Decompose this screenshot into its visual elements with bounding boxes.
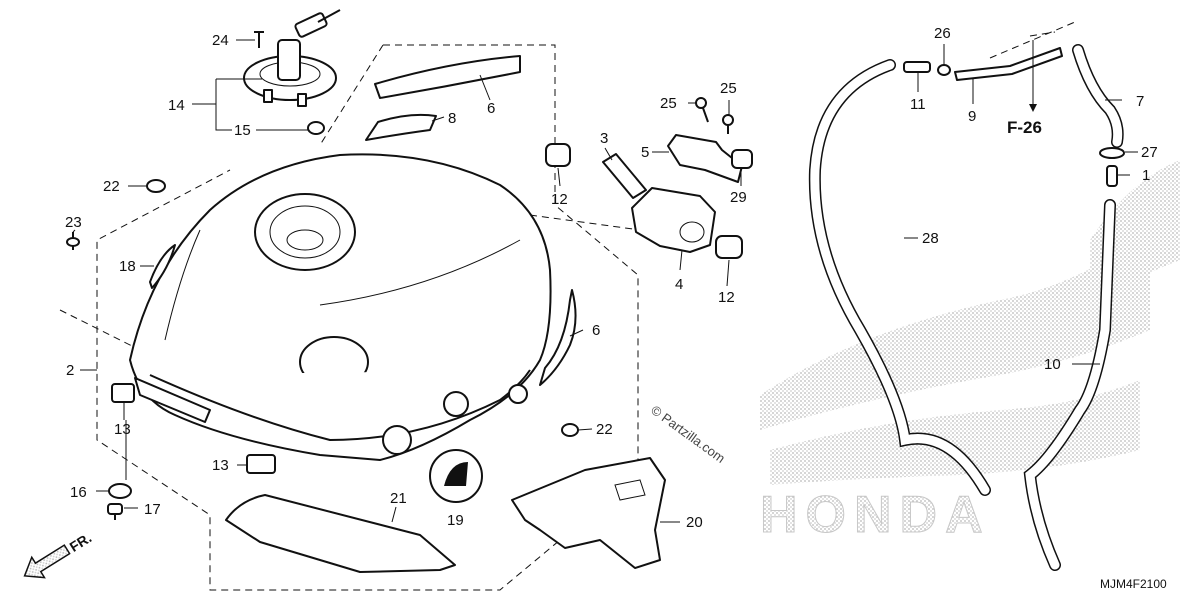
- pipe-3: [602, 153, 647, 199]
- callout-18: 18: [119, 258, 136, 275]
- callout-7: 7: [1136, 93, 1144, 110]
- protector-20: [511, 457, 666, 569]
- bolt-23: [66, 232, 80, 250]
- collar-12-upper: [545, 143, 571, 167]
- front-direction-label: FR.: [67, 529, 95, 555]
- callout-2: 2: [66, 362, 74, 379]
- drawing-code: MJM4F2100: [1100, 577, 1167, 591]
- callout-8: 8: [448, 110, 456, 127]
- fuel-cap-assembly: [243, 9, 341, 107]
- clip-13-bottom: [246, 454, 276, 474]
- callout-22-upper: 22: [103, 178, 120, 195]
- hose-9: [954, 47, 1063, 81]
- callout-13-bottom: 13: [212, 457, 229, 474]
- callout-6-upper: 6: [487, 100, 495, 117]
- collar-29: [731, 149, 753, 169]
- clip-13-left: [111, 383, 135, 403]
- callout-27: 27: [1141, 144, 1158, 161]
- hose-7: [1072, 44, 1124, 148]
- bracket-5: [667, 134, 743, 183]
- grommet-22-upper: [146, 179, 166, 193]
- side-cover-6-lower: [539, 289, 577, 386]
- bolt-25-right: [722, 114, 734, 134]
- callout-6-lower: 6: [592, 322, 600, 339]
- honda-logo-text: HONDA: [760, 486, 991, 544]
- callout-28: 28: [922, 230, 939, 247]
- emblem-19: [429, 449, 483, 503]
- clip-27: [1099, 147, 1125, 159]
- clip-17: [107, 503, 123, 520]
- callout-4: 4: [675, 276, 683, 293]
- callout-19: 19: [447, 512, 464, 529]
- callout-15: 15: [234, 122, 251, 139]
- callout-labels: 24 14 15 22 23 18 2 13 16 17 13 8 6 21 1…: [65, 25, 1158, 531]
- callout-16: 16: [70, 484, 87, 501]
- figure-ref-f26: F-26: [1007, 118, 1042, 137]
- emblem-18: [149, 244, 176, 289]
- grommet-22-lower: [561, 423, 579, 437]
- cover-8: [365, 113, 437, 141]
- callout-1: 1: [1142, 167, 1150, 184]
- fuel-tank: [129, 153, 552, 461]
- callout-17: 17: [144, 501, 161, 518]
- hose-28: [808, 59, 991, 496]
- joint-1: [1106, 165, 1118, 187]
- callout-20: 20: [686, 514, 703, 531]
- callout-12-lower: 12: [718, 289, 735, 306]
- fref-arrows: [989, 21, 1076, 112]
- nut-16: [108, 483, 132, 499]
- callout-25-left: 25: [660, 95, 677, 112]
- callout-5: 5: [641, 144, 649, 161]
- callout-23: 23: [65, 214, 82, 231]
- callout-11: 11: [910, 96, 926, 113]
- callout-3: 3: [600, 130, 608, 147]
- cover-21: [225, 494, 456, 573]
- callout-22-lower: 22: [596, 421, 613, 438]
- hose-10: [1023, 199, 1116, 571]
- callout-10: 10: [1044, 356, 1061, 373]
- screw-24: [254, 31, 264, 48]
- callout-21: 21: [390, 490, 407, 507]
- clip-26: [937, 64, 951, 76]
- callout-9: 9: [968, 108, 976, 125]
- callout-14: 14: [168, 97, 185, 114]
- bolt-25-left: [695, 97, 709, 123]
- joint-11: [903, 61, 931, 73]
- callout-26: 26: [934, 25, 951, 42]
- collar-12-lower: [715, 235, 743, 259]
- side-cover-6-upper: [374, 55, 521, 99]
- callout-13-left: 13: [114, 421, 131, 438]
- callout-29: 29: [730, 189, 747, 206]
- holder-4: [631, 187, 716, 253]
- leader-lines: [72, 39, 1138, 523]
- callout-25-right: 25: [720, 80, 737, 97]
- callout-24: 24: [212, 32, 229, 49]
- partzilla-watermark: © Partzilla.com: [648, 402, 728, 466]
- grommet-15: [307, 121, 325, 135]
- front-direction-arrow: FR.: [23, 529, 95, 579]
- callout-12-upper: 12: [551, 191, 568, 208]
